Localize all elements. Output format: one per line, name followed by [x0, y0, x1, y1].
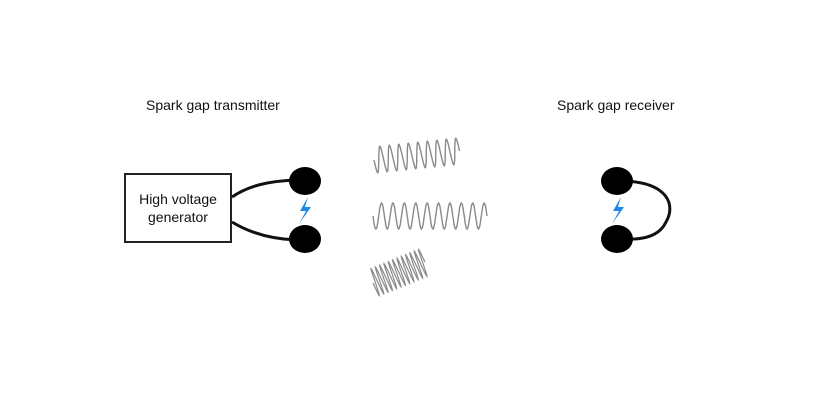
transmitter-upper-wire	[231, 178, 297, 199]
generator-label: High voltage generator	[139, 190, 217, 226]
lower-wave	[370, 248, 428, 297]
upper-wave	[373, 137, 461, 174]
middle-wave	[372, 202, 488, 230]
electromagnetic-waves	[370, 137, 488, 297]
transmitter-title: Spark gap transmitter	[146, 97, 280, 113]
generator-label-line-2: generator	[148, 209, 208, 225]
transmitter-lower-electrode	[289, 225, 321, 253]
receiver-title: Spark gap receiver	[557, 97, 675, 113]
receiver-lower-electrode	[601, 225, 633, 253]
high-voltage-generator-box: High voltage generator	[124, 173, 232, 243]
receiver-loop-wire	[624, 179, 672, 241]
transmitter-lower-wire	[231, 220, 297, 242]
receiver-upper-electrode	[601, 167, 633, 195]
generator-label-line-1: High voltage	[139, 191, 217, 207]
lightning-bolt-icon	[299, 197, 311, 224]
lightning-bolt-icon	[612, 197, 624, 224]
transmitter-upper-electrode	[289, 167, 321, 195]
